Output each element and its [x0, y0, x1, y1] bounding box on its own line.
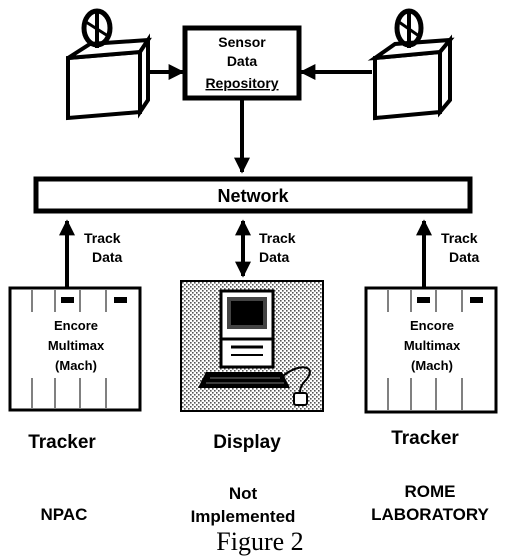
left-machine-line2: Multimax [48, 338, 105, 353]
right-multimax-icon: Encore Multimax (Mach) [364, 286, 498, 414]
center-site-line2: Implemented [191, 507, 296, 526]
figure-caption: Figure 2 [216, 527, 303, 556]
link-center: Track Data [235, 219, 296, 278]
right-sensor-icon [367, 8, 455, 121]
left-sensor-icon [66, 8, 152, 121]
center-role-label: Display [213, 432, 281, 453]
link-left: Track Data [59, 219, 123, 305]
right-site-line1: ROME [405, 482, 456, 501]
center-site-line1: Not [229, 484, 258, 503]
link-left-label-line1: Track [84, 230, 121, 246]
repository-label-line2: Data [227, 53, 258, 69]
repository-label-line3: Repository [205, 75, 278, 91]
link-left-label-line2: Data [92, 249, 123, 265]
network-label: Network [217, 186, 289, 206]
display-workstation-icon [180, 280, 324, 412]
right-machine-line2: Multimax [404, 338, 461, 353]
right-role-label: Tracker [391, 428, 459, 449]
right-machine-line3: (Mach) [411, 358, 453, 373]
link-center-label-line1: Track [259, 230, 296, 246]
network-bar: Network [33, 176, 473, 214]
left-role-label: Tracker [28, 432, 96, 453]
left-machine-line3: (Mach) [55, 358, 97, 373]
right-machine-line1: Encore [410, 318, 454, 333]
left-machine-line1: Encore [54, 318, 98, 333]
link-center-label-line2: Data [259, 249, 290, 265]
right-site-line2: LABORATORY [371, 505, 489, 524]
repository-label-line1: Sensor [218, 34, 266, 50]
sensor-data-repository: Sensor Data Repository [182, 25, 302, 101]
left-site-label: NPAC [41, 505, 88, 524]
link-right-label-line2: Data [449, 249, 480, 265]
link-right-label-line1: Track [441, 230, 478, 246]
left-multimax-icon: Encore Multimax (Mach) [8, 286, 142, 412]
